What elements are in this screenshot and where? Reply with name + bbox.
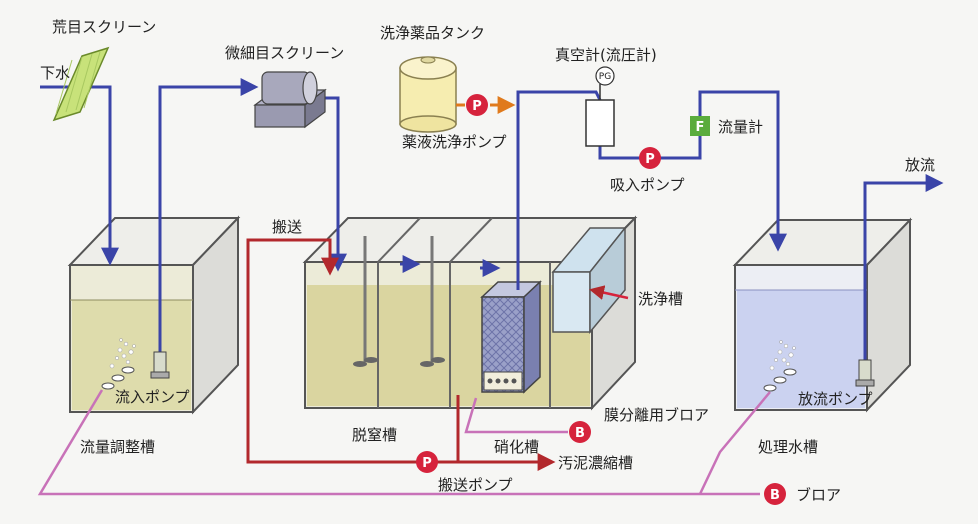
diffuser-bubbles-equalization	[109, 338, 136, 369]
gauge-badge-text: PG	[599, 72, 611, 82]
pump-icon	[466, 94, 488, 116]
discharge-line	[863, 174, 944, 360]
membrane-blower-line	[464, 397, 568, 434]
fine-screen	[253, 71, 327, 129]
mixer-1	[353, 236, 378, 367]
inflow-pump	[150, 351, 170, 379]
svg-text:F: F	[696, 120, 705, 135]
svg-text:P: P	[645, 152, 655, 167]
equalization-tank	[67, 215, 241, 415]
label-membrane-blower: 膜分離用ブロア	[604, 406, 709, 424]
pressure-gauge-icon	[595, 66, 615, 86]
label-transfer: 搬送	[272, 218, 302, 236]
sludge-transfer-line	[246, 238, 460, 464]
wash-arrow	[589, 285, 629, 300]
sewage-inflow-line	[40, 85, 119, 266]
fine-screen-outflow-line	[322, 96, 347, 272]
diffuser-bubbles-treated	[769, 340, 796, 371]
label-vacuum-gauge: 真空計(流圧計)	[555, 46, 657, 64]
label-transfer-pump: 搬送ポンプ	[438, 476, 513, 494]
label-inflow-pump: 流入ポンプ	[115, 388, 190, 406]
label-discharge-pump: 放流ポンプ	[798, 390, 873, 408]
label-nitrification-tank: 硝化槽	[494, 438, 539, 456]
chemical-tank	[399, 56, 457, 133]
label-blower: ブロア	[796, 486, 841, 504]
label-coarse-screen: 荒目スクリーン	[52, 18, 156, 36]
pump-icon	[639, 147, 661, 169]
membrane-module	[480, 280, 542, 394]
label-chemical-tank: 洗浄薬品タンク	[380, 24, 485, 42]
chem-pump-badge: P	[466, 94, 488, 116]
blower-badge: B	[764, 483, 786, 505]
diffuser-equalization	[101, 366, 135, 390]
flow-meter-icon	[690, 116, 710, 136]
svg-text:P: P	[472, 99, 482, 114]
suction-pump-badge: P	[639, 147, 661, 169]
suction-line	[516, 90, 602, 290]
label-fine-screen: 微細目スクリーン	[225, 44, 344, 62]
svg-text:B: B	[575, 426, 585, 441]
treated-water-tank	[732, 217, 913, 413]
label-sewage: 下水	[40, 64, 70, 82]
discharge-pump	[855, 359, 875, 387]
mixer-2	[420, 236, 445, 367]
flow-meter-badge: F	[690, 116, 710, 136]
blower-to-treated-line	[698, 391, 771, 495]
label-wash-tank: 洗浄槽	[638, 290, 683, 308]
label-treated-tank: 処理水槽	[758, 438, 818, 456]
label-equalization-tank: 流量調整槽	[80, 438, 155, 456]
label-denitrification-tank: 脱窒槽	[352, 426, 397, 444]
transfer-pump-badge: P	[416, 451, 438, 473]
inflow-pump-line	[158, 78, 259, 352]
pump-icon	[416, 451, 438, 473]
vacuum-gauge: PG	[585, 66, 615, 147]
label-flow-meter: 流量計	[718, 118, 763, 136]
bioreactor-tank	[302, 215, 638, 411]
svg-text:P: P	[422, 456, 432, 471]
label-suction-pump: 吸入ポンプ	[610, 176, 685, 194]
membrane-blower-badge: B	[569, 421, 591, 443]
air-lines	[37, 389, 771, 496]
diffuser-treated	[763, 368, 797, 392]
blower-icon	[764, 483, 786, 505]
blower-air-line	[37, 389, 760, 496]
label-sludge-thickener: 汚泥濃縮槽	[558, 454, 633, 472]
wash-tank	[551, 225, 627, 335]
coarse-screen	[52, 46, 110, 122]
blower-icon	[569, 421, 591, 443]
label-discharge: 放流	[905, 156, 935, 174]
svg-text:B: B	[770, 488, 780, 503]
label-chem-pump: 薬液洗浄ポンプ	[402, 133, 507, 151]
